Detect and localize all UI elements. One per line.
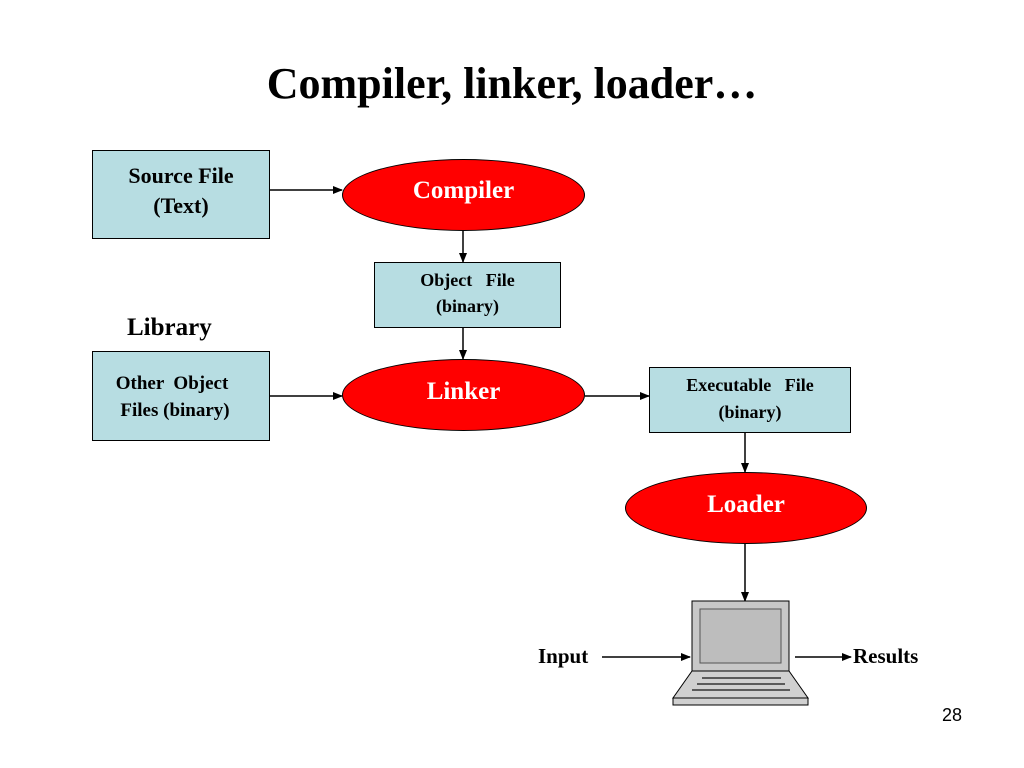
compiler-label: Compiler xyxy=(412,177,515,204)
executable-file-box: Executable File (binary) xyxy=(649,367,851,433)
library-label: Library xyxy=(127,314,212,341)
laptop-icon xyxy=(672,600,809,706)
loader-node: Loader xyxy=(625,472,867,544)
compiler-node: Compiler xyxy=(342,159,585,231)
linker-label: Linker xyxy=(426,378,501,405)
page-number: 28 xyxy=(941,705,962,725)
object-file-label-line1: Object File xyxy=(420,270,515,290)
source-file-label-line2: (Text) xyxy=(153,193,209,218)
loader-label: Loader xyxy=(707,491,785,518)
linker-node: Linker xyxy=(342,359,585,431)
other-object-files-label-line1: Other Object xyxy=(115,373,229,394)
executable-file-label-line1: Executable File xyxy=(686,375,814,395)
other-object-files-label-line2: Files (binary) xyxy=(120,400,230,421)
executable-file-label-line2: (binary) xyxy=(718,402,782,422)
slide-title: Compiler, linker, loader… xyxy=(266,59,758,108)
object-file-box: Object File (binary) xyxy=(374,262,561,328)
source-file-label-line1: Source File xyxy=(128,163,234,188)
input-label: Input xyxy=(538,644,589,668)
other-object-files-box: Other Object Files (binary) xyxy=(92,351,270,441)
object-file-label-line2: (binary) xyxy=(436,296,499,316)
source-file-box: Source File (Text) xyxy=(92,150,270,239)
results-label: Results xyxy=(853,644,919,668)
